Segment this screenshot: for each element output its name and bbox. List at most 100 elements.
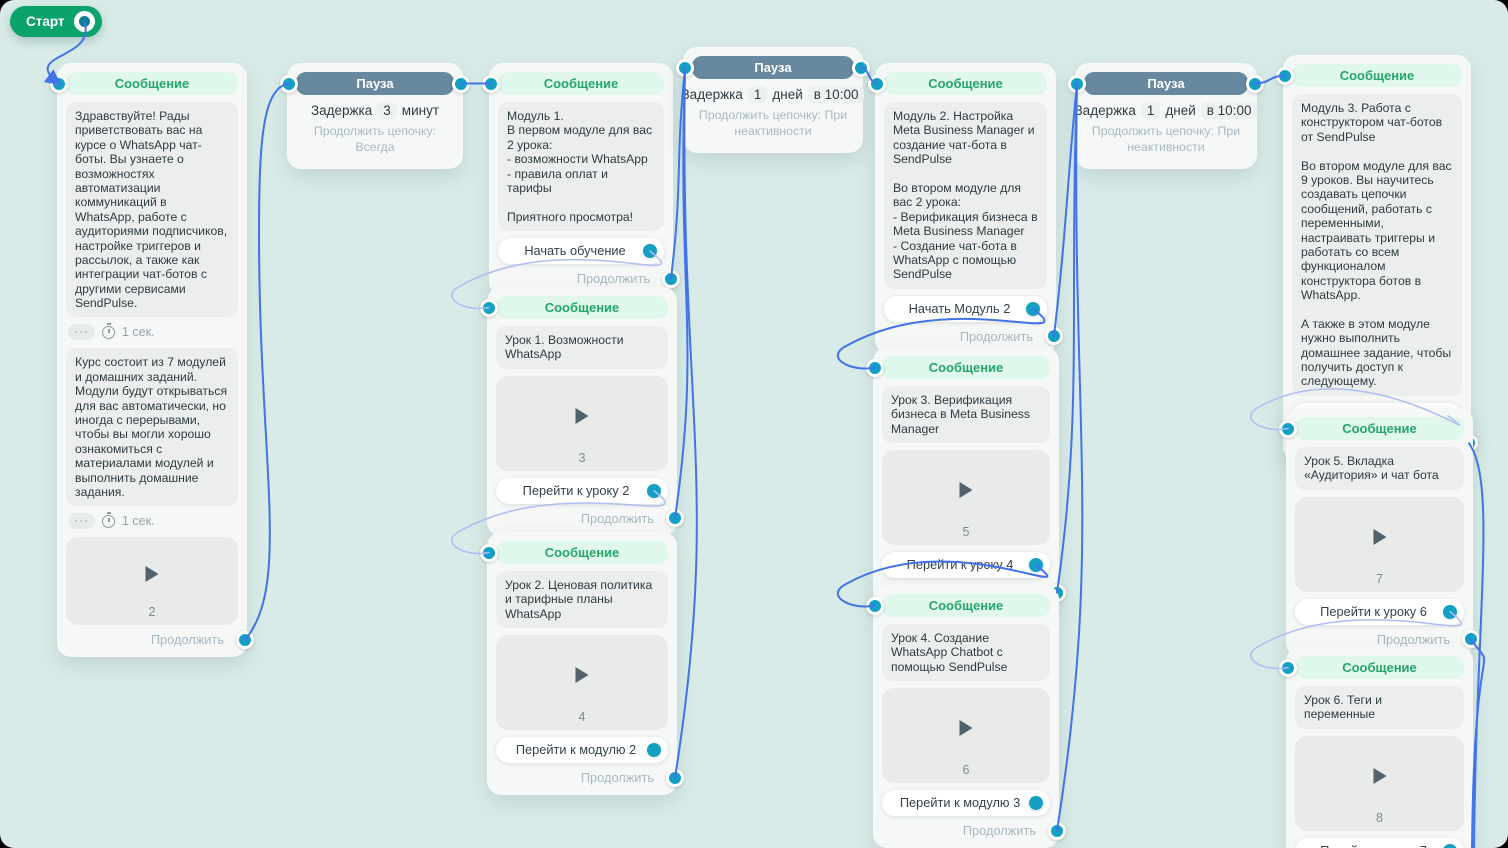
connection-port[interactable]	[236, 630, 254, 649]
connection-port[interactable]	[643, 244, 657, 259]
message-text-bubble: Урок 4. Создание WhatsApp Chatbot с помо…	[882, 624, 1050, 682]
connection-port[interactable]	[868, 74, 886, 93]
connection-port[interactable]	[1279, 419, 1297, 438]
connection-wire	[1056, 82, 1084, 832]
continue-output: Продолжить	[498, 269, 680, 288]
more-options-icon[interactable]: ···	[68, 513, 95, 530]
connection-port[interactable]	[666, 509, 684, 528]
connection-port[interactable]	[666, 768, 684, 787]
pause-subtitle: Продолжить цепочку: Всегда	[313, 124, 437, 154]
node-header-label: Пауза	[356, 76, 394, 91]
message-text-bubble: Урок 2. Ценовая политика и тарифные план…	[496, 571, 668, 629]
connection-port[interactable]	[852, 58, 870, 77]
connection-port[interactable]	[452, 74, 470, 93]
video-number: 4	[578, 710, 586, 725]
connection-port[interactable]	[866, 358, 884, 377]
pause-subtitle: Продолжить цепочку: При неактивности	[1091, 124, 1241, 154]
message-text-bubble: Урок 1. Возможности WhatsApp	[496, 326, 668, 369]
flow-button[interactable]: Перейти к уроку 6	[1295, 598, 1464, 625]
connection-port[interactable]	[1246, 74, 1264, 93]
pause-delay-value[interactable]: 3	[377, 102, 397, 119]
more-options-icon[interactable]: ···	[68, 324, 95, 341]
continue-output: Продолжить	[1295, 630, 1480, 649]
flow-button-label: Перейти к уроку 6	[1320, 603, 1427, 619]
connection-port[interactable]	[1276, 66, 1294, 85]
flow-button-label: Перейти к модулю 3	[899, 795, 1021, 811]
connection-port[interactable]	[662, 269, 680, 288]
pause-delay-time[interactable]: в 10:00	[807, 86, 865, 103]
start-label: Старт	[26, 14, 65, 29]
flow-button[interactable]: Перейти к уроку 7	[1295, 837, 1464, 848]
connection-port[interactable]	[1045, 327, 1063, 346]
start-trigger[interactable]: Старт	[10, 6, 102, 37]
pause-delay-unit: минут	[401, 103, 440, 118]
connection-port[interactable]	[647, 743, 661, 758]
connection-port[interactable]	[1026, 301, 1040, 316]
connection-port[interactable]	[1279, 658, 1297, 677]
play-icon	[1373, 528, 1386, 545]
node-header-label: Пауза	[1147, 76, 1185, 91]
connection-port[interactable]	[676, 58, 694, 77]
connection-port[interactable]	[1068, 74, 1086, 93]
continue-label: Продолжить	[576, 271, 650, 287]
typing-delay-label: 1 сек.	[122, 325, 155, 340]
video-number: 5	[962, 525, 970, 540]
node-header: Пауза	[280, 72, 470, 95]
flow-button[interactable]: Начать обучение	[498, 238, 664, 265]
connection-port[interactable]	[1029, 558, 1043, 573]
video-attachment: 3	[496, 375, 668, 471]
connection-port[interactable]	[482, 74, 500, 93]
connection-port[interactable]	[1443, 604, 1457, 619]
connection-wire	[244, 82, 290, 641]
pause-delay-time[interactable]: в 10:00	[1200, 102, 1258, 119]
connection-port[interactable]	[50, 74, 68, 93]
continue-output: Продолжить	[882, 821, 1066, 840]
connection-port[interactable]	[480, 543, 498, 562]
continue-output: Продолжить	[884, 327, 1063, 346]
start-port[interactable]	[73, 11, 95, 32]
connection-port[interactable]	[647, 483, 661, 498]
node-header-label: Сообщение	[1342, 421, 1417, 436]
connection-port[interactable]	[1048, 821, 1066, 840]
continue-output: Продолжить	[496, 768, 684, 787]
connection-port[interactable]	[1029, 796, 1043, 811]
flow-button[interactable]: Перейти к модулю 3	[882, 790, 1050, 817]
node-header-label: Сообщение	[928, 360, 1004, 375]
video-number: 6	[962, 763, 970, 778]
connection-port[interactable]	[280, 74, 298, 93]
connection-wire	[674, 66, 698, 779]
connection-port[interactable]	[480, 298, 498, 317]
pause-delay-value[interactable]: 1	[1140, 102, 1161, 119]
connection-port[interactable]	[1443, 843, 1457, 848]
node-header: Сообщение	[866, 356, 1050, 379]
flow-button[interactable]: Перейти к уроку 2	[496, 477, 668, 504]
continue-label: Продолжить	[150, 632, 224, 648]
flow-button[interactable]: Перейти к уроку 4	[882, 552, 1050, 579]
connection-port[interactable]	[866, 596, 884, 615]
node-header: Сообщение	[868, 72, 1047, 95]
message-text-bubble: Урок 6. Теги и переменные	[1295, 686, 1464, 729]
flow-button[interactable]: Начать Модуль 2	[884, 295, 1047, 322]
connection-port[interactable]	[1462, 630, 1480, 649]
continue-label: Продолжить	[1376, 631, 1450, 647]
message-text-bubble: Здравствуйте! Рады приветствовать вас на…	[66, 102, 238, 318]
pause-delay-value[interactable]: 1	[747, 86, 768, 103]
message-text-bubble: Урок 5. Вкладка «Аудитория» и чат бота	[1295, 447, 1464, 490]
node-header: Сообщение	[1279, 417, 1464, 440]
flow-button[interactable]: Перейти к модулю 2	[496, 737, 668, 764]
